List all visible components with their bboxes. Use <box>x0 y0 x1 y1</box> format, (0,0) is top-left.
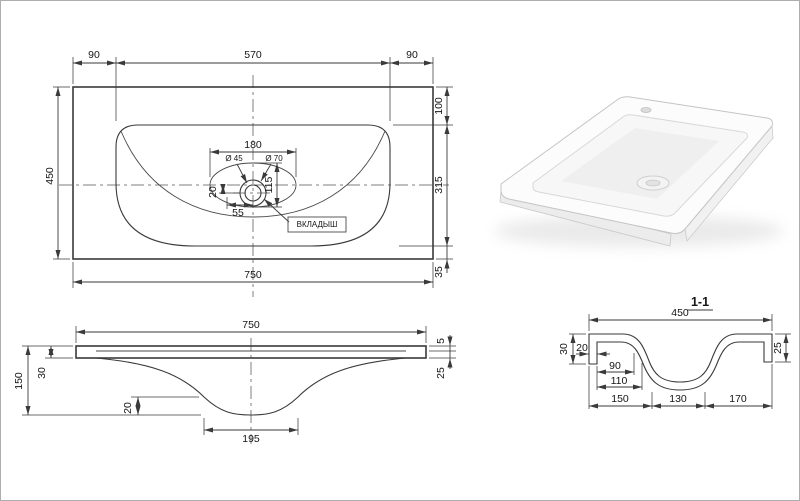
plan-dim-left: 450 <box>44 86 70 260</box>
plan-view: 90 570 90 450 100 315 35 <box>44 49 453 297</box>
front-dim-top-750: 750 <box>242 319 260 331</box>
plan-dim-drain-outer: Ø 70 <box>265 154 283 163</box>
plan-dim-right-315: 315 <box>433 176 445 194</box>
section-dim-left: 30 20 <box>558 333 610 365</box>
plan-dim-drain-offset: 20 <box>207 186 219 198</box>
section-dim-inner-90: 90 <box>609 360 621 372</box>
plan-dim-interior: 180 Ø 45 Ø 70 115 20 55 <box>207 139 297 219</box>
front-dim-rim-30: 30 <box>36 367 48 379</box>
front-dim-foot: 20 195 <box>122 396 299 445</box>
plan-dim-left-450: 450 <box>44 167 56 185</box>
plan-dim-drain-inner: Ø 45 <box>225 154 243 163</box>
section-dim-apron-left-30: 30 <box>558 343 570 355</box>
front-dim-right: 5 25 <box>429 335 456 379</box>
plan-dim-right-35: 35 <box>433 266 445 278</box>
plan-dim-bottom: 750 <box>72 262 434 288</box>
front-outline <box>75 345 427 416</box>
plan-dim-right: 100 315 35 <box>393 86 453 278</box>
front-dim-foot-width: 195 <box>242 433 260 445</box>
front-dim-top: 750 <box>75 319 427 343</box>
plan-dim-drain-x: 55 <box>232 207 244 219</box>
front-dim-lip-5: 5 <box>435 338 447 344</box>
section-dim-bottom: 150 130 170 <box>588 364 773 409</box>
section-view: 1-1 450 30 20 90 110 <box>558 295 791 409</box>
section-dim-bottom-170: 170 <box>729 393 747 405</box>
section-dim-right: 25 <box>772 333 791 363</box>
section-dim-wall-20: 20 <box>576 342 588 354</box>
section-dim-inner-110: 110 <box>611 375 628 387</box>
front-dim-edge-25: 25 <box>435 367 447 379</box>
plan-dim-right-100: 100 <box>433 97 445 115</box>
plan-dim-top-center: 570 <box>244 49 262 61</box>
section-dim-bottom-130: 130 <box>669 393 687 405</box>
plan-dim-basin-height: 115 <box>263 176 275 193</box>
plan-insert-label: ВКЛАДЫШ <box>297 220 338 229</box>
plan-dim-top-right: 90 <box>406 49 418 61</box>
front-dim-height-150: 150 <box>13 372 25 390</box>
section-dim-bottom-150: 150 <box>611 393 629 405</box>
section-dim-width-450: 450 <box>671 307 689 319</box>
section-dim-inner: 90 110 <box>596 353 643 390</box>
plan-dim-top: 90 570 90 <box>72 49 434 121</box>
front-dim-foot-height: 20 <box>122 402 134 414</box>
plan-insert-callout: ВКЛАДЫШ <box>263 198 347 233</box>
plan-dim-basin-width: 180 <box>244 139 262 151</box>
render-overflow-hole <box>640 107 652 113</box>
section-shell <box>588 333 773 391</box>
render-drain-inner <box>645 179 661 187</box>
plan-dim-top-left: 90 <box>88 49 100 61</box>
plan-outline <box>72 86 434 260</box>
plan-dim-bottom-750: 750 <box>244 269 262 281</box>
front-view: 750 150 30 5 25 20 <box>13 319 456 445</box>
section-dim-top: 450 <box>588 307 773 331</box>
section-title: 1-1 <box>691 295 709 309</box>
front-dim-left: 150 30 <box>13 345 201 416</box>
render-view <box>494 96 784 247</box>
render-bowl-shade <box>561 128 719 199</box>
section-dim-apron-right-25: 25 <box>772 342 784 354</box>
